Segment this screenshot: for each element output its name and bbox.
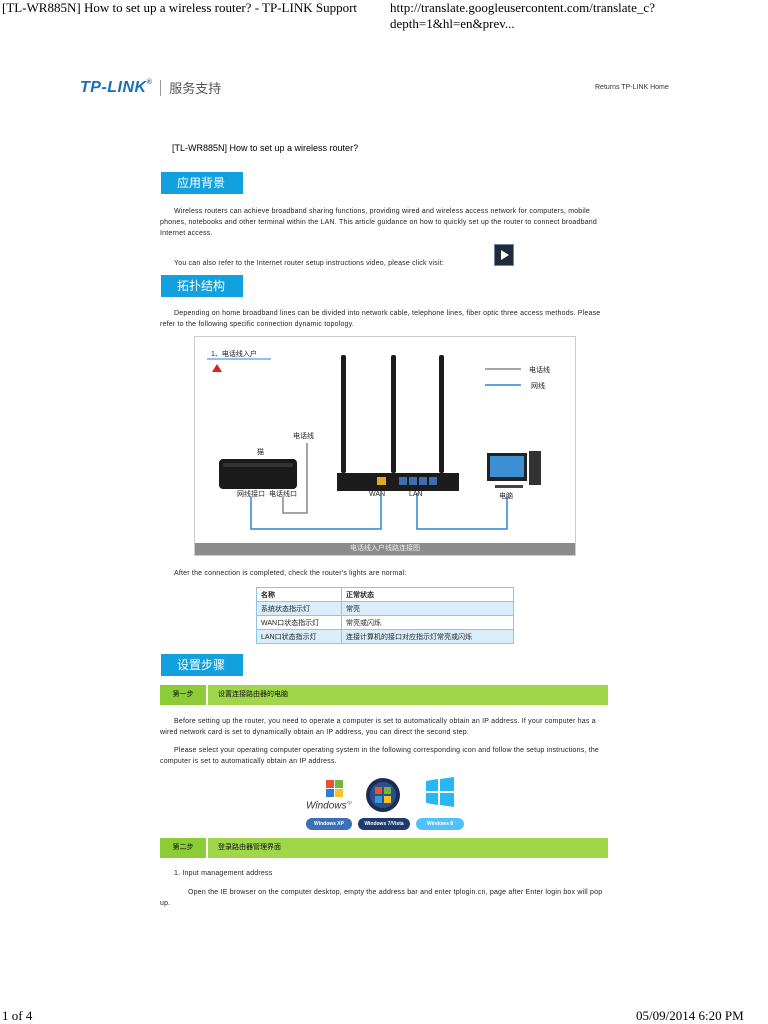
table-row: WAN口状态指示灯 常亮或闪烁 (256, 615, 514, 630)
lights-table: 名称 正常状态 系统状态指示灯 常亮 WAN口状态指示灯 常亮或闪烁 LAN口状… (256, 587, 514, 644)
table-cell: LAN口状态指示灯 (256, 629, 342, 644)
windows-8-button[interactable]: Windows 8 (416, 818, 464, 830)
section-heading-steps: 设置步骤 (161, 654, 243, 676)
windows-xp-button[interactable]: Windows XP (306, 818, 352, 830)
brand-subtitle: 服务支持 (169, 81, 222, 96)
windows-7-icon[interactable] (364, 776, 402, 814)
wan-label: WAN (369, 491, 386, 498)
windows-xp-icon[interactable]: Windowsxp (302, 776, 358, 816)
table-header-cell: 名称 (256, 587, 342, 602)
step1-paragraph-a: Before setting up the router, you need t… (160, 718, 596, 736)
windows-7-button[interactable]: Windows 7/Vista (358, 818, 410, 830)
topology-caption: 电话线入户线路连接图 (195, 543, 575, 555)
brand-divider (160, 79, 162, 96)
tp-link-logo[interactable]: TP-LINK® (80, 78, 153, 96)
antenna-right (439, 355, 444, 473)
table-cell: 常亮或闪烁 (341, 615, 514, 630)
windows-8-icon[interactable] (424, 776, 456, 808)
table-cell: 常亮 (341, 601, 514, 616)
table-row: 系统状态指示灯 常亮 (256, 601, 514, 616)
legend-net-label: 网线 (531, 383, 545, 390)
print-header-url: http://translate.googleusercontent.com/t… (390, 0, 655, 31)
print-header-title: [TL-WR885N] How to set up a wireless rou… (2, 0, 358, 15)
wan-network-cable (250, 493, 382, 530)
table-cell: 系统状态指示灯 (256, 601, 342, 616)
table-cell: 连接计算机的接口对应指示灯常亮或闪烁 (341, 629, 514, 644)
phone-line (282, 443, 308, 514)
step1-text: 设置连接路由器的电脑 (218, 691, 288, 698)
step2-bar: 第二步 登录路由器管理界面 (160, 838, 608, 858)
legend-phone-label: 电话线 (529, 367, 550, 374)
section-heading-topology: 拓扑结构 (161, 275, 243, 297)
router-icon (337, 473, 459, 491)
section-heading-background: 应用背景 (161, 172, 243, 194)
input-management-heading: 1. Input management address (174, 870, 273, 877)
table-header-cell: 正常状态 (341, 587, 514, 602)
brand-header: TP-LINK® 服务支持 (80, 78, 221, 97)
topology-paragraph: Depending on home broadband lines can be… (160, 310, 601, 328)
step1-bar: 第一步 设置连接路由器的电脑 (160, 685, 608, 705)
modem-port-phone: 电话线口 (269, 491, 297, 498)
intro-paragraph: Wireless routers can achieve broadband s… (160, 208, 597, 237)
topology-diagram: 1、电话线入户 电话线 网线 电话线 猫 网线接口 电话线口 WAN LAN 电… (194, 336, 576, 556)
topology-heading: 1、电话线入户 (211, 351, 257, 358)
step1-tag: 第一步 (160, 685, 208, 705)
article-title: [TL-WR885N] How to set up a wireless rou… (172, 143, 359, 153)
modem-label: 猫 (257, 449, 264, 456)
step2-paragraph: Open the IE browser on the computer desk… (160, 889, 603, 907)
after-connection-paragraph: After the connection is completed, check… (174, 570, 407, 577)
step2-tag: 第二步 (160, 838, 208, 858)
video-paragraph: You can also refer to the Internet route… (174, 260, 445, 267)
video-play-icon[interactable] (494, 244, 514, 266)
winxp-logo-text: Windowsxp (306, 800, 352, 812)
step2-text: 登录路由器管理界面 (218, 844, 281, 851)
topology-svg (207, 355, 541, 530)
table-row: LAN口状态指示灯 连接计算机的接口对应指示灯常亮或闪烁 (256, 629, 514, 644)
print-footer-date: 05/09/2014 6:20 PM (636, 1008, 744, 1023)
antenna-middle (391, 355, 396, 473)
antenna-left (341, 355, 346, 473)
step1-paragraph-b: Please select your operating computer op… (160, 747, 600, 765)
print-footer-page: 1 of 4 (2, 1008, 33, 1023)
lan-network-cable (416, 493, 508, 530)
returns-home-link[interactable]: Returns TP-LINK Home (595, 84, 669, 91)
table-cell: WAN口状态指示灯 (256, 615, 342, 630)
lan-label: LAN (409, 491, 423, 498)
phone-line-label: 电话线 (293, 433, 314, 440)
table-header-row: 名称 正常状态 (256, 587, 514, 602)
modem-port-net: 网线接口 (237, 491, 265, 498)
entry-arrow-icon (212, 364, 222, 372)
pc-label: 电脑 (499, 493, 513, 500)
